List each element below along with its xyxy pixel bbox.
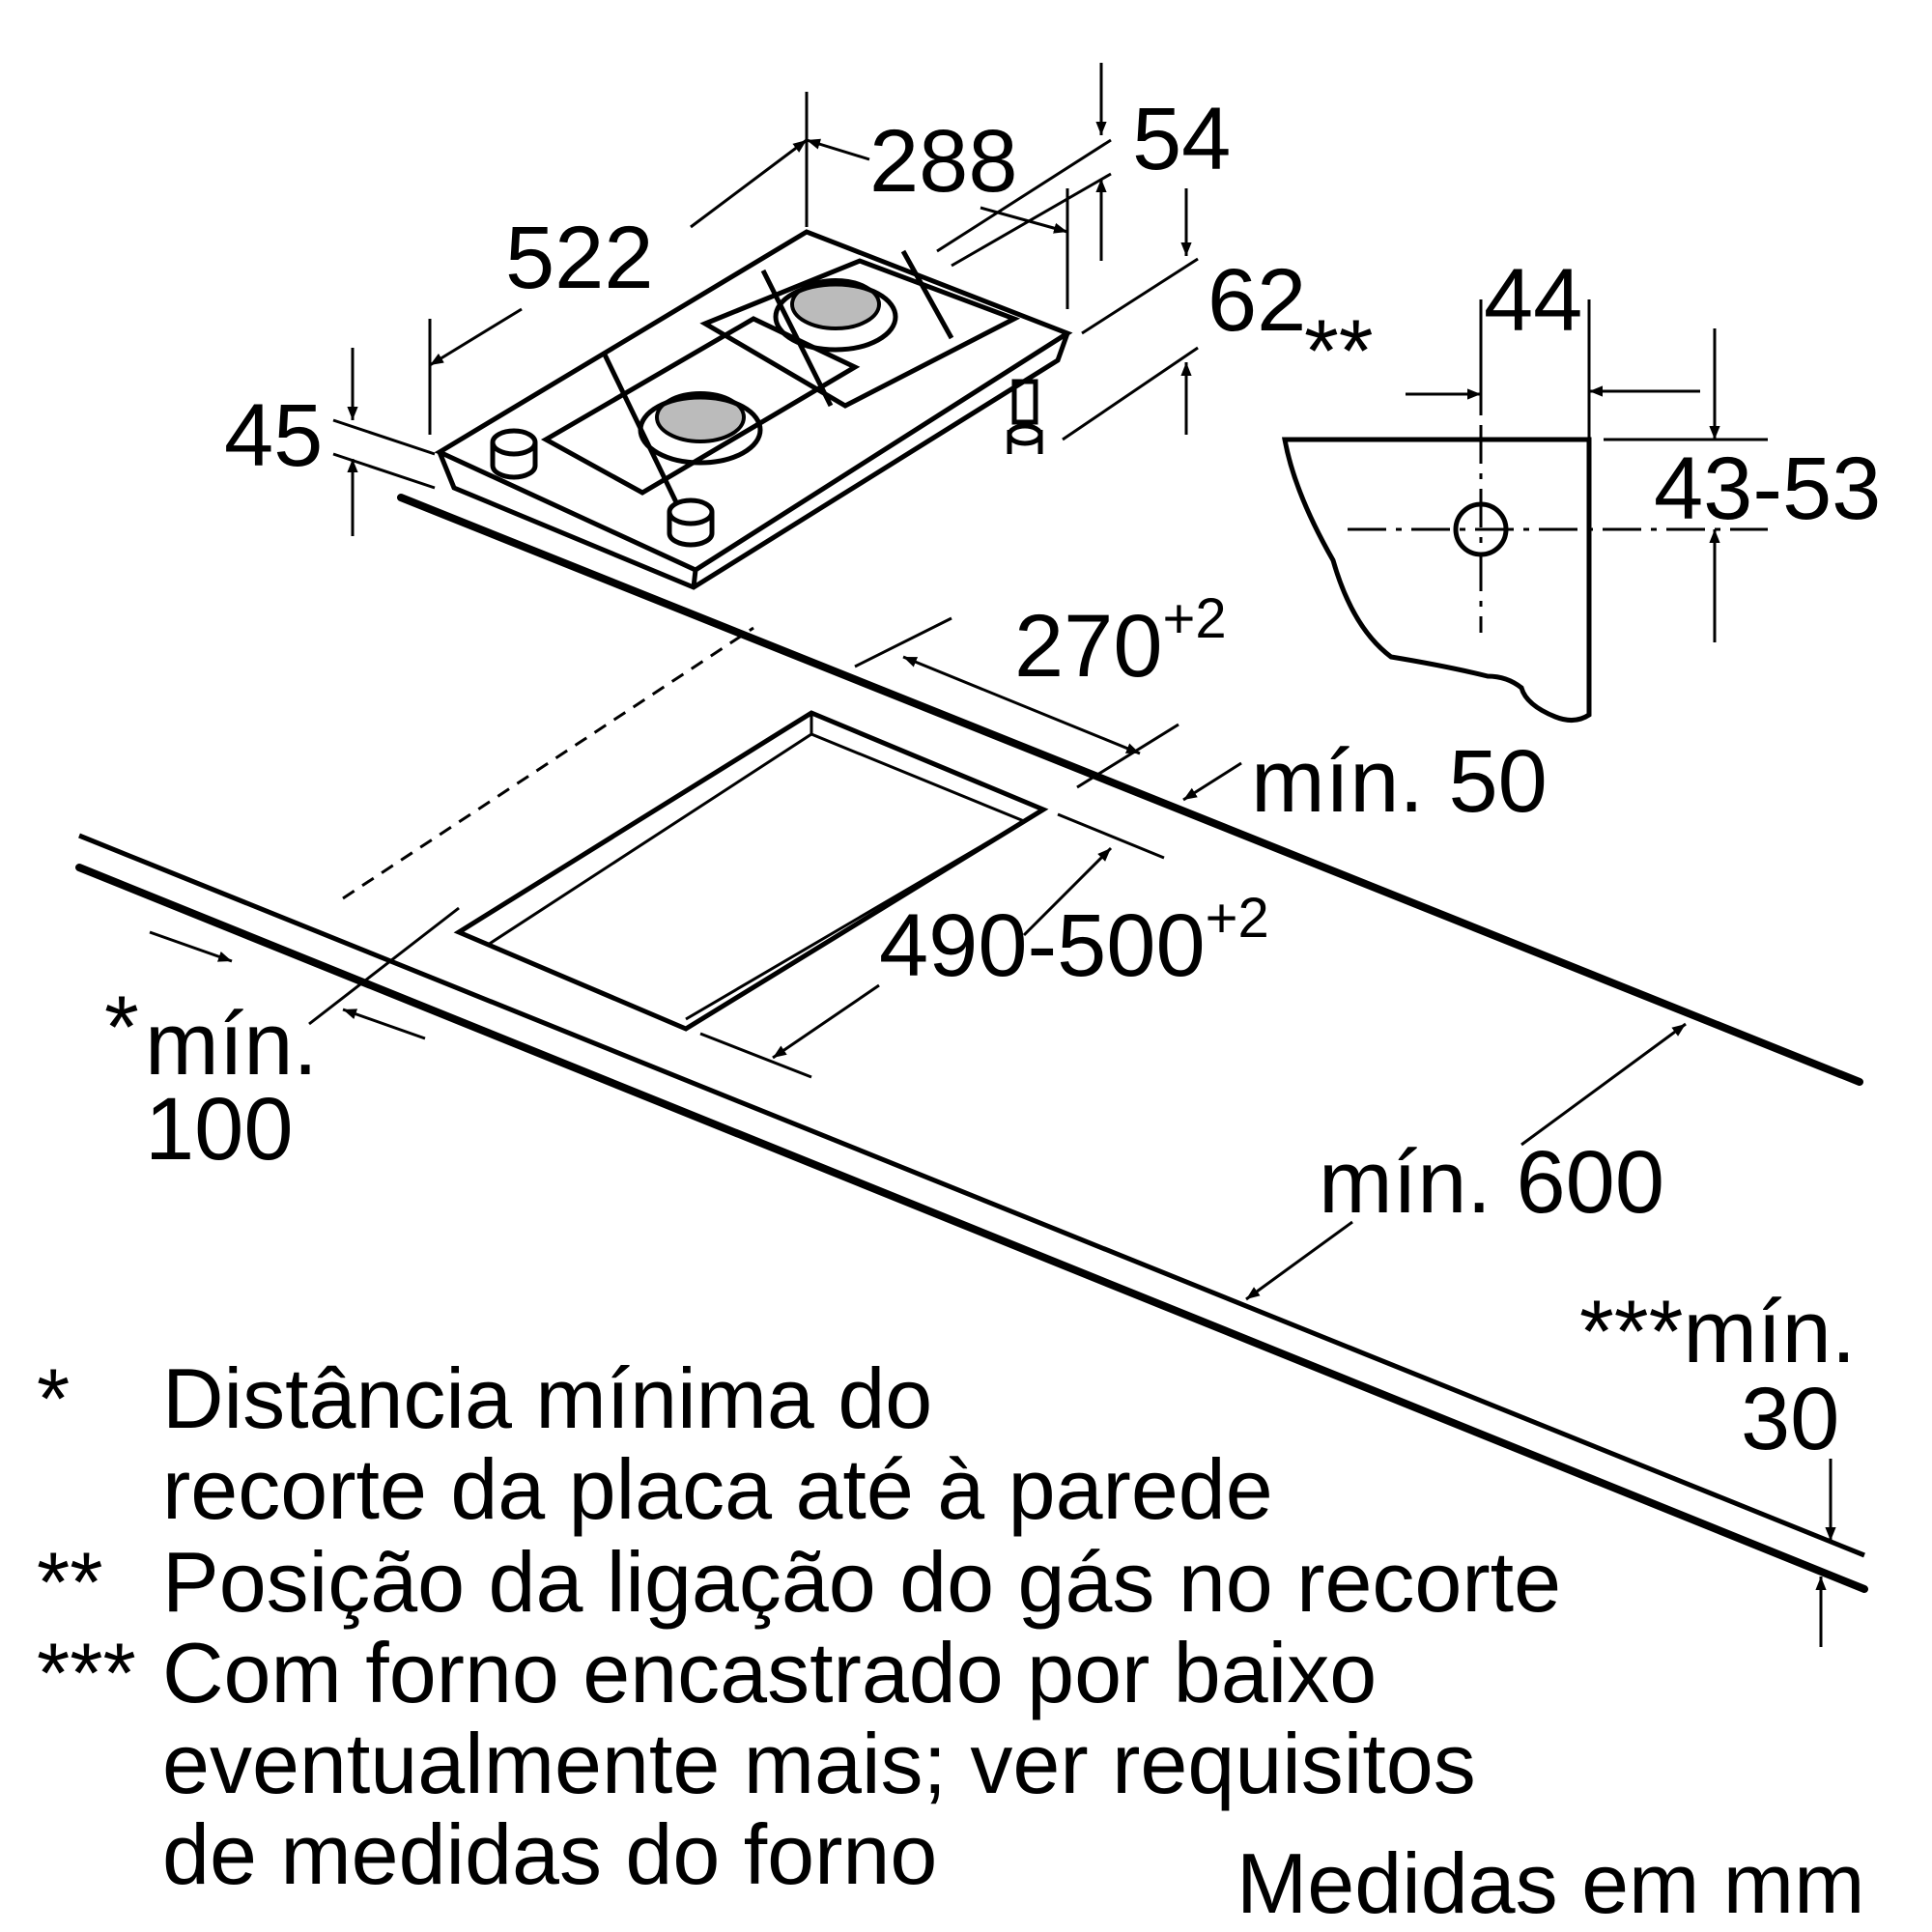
gas-position-marker: **	[1304, 302, 1374, 401]
knob-front-icon	[667, 497, 715, 548]
dim-54: 54	[1132, 90, 1231, 188]
hidden-edge-line	[342, 626, 754, 900]
dim-288: 288	[869, 112, 1018, 211]
dim-43-53: 43-53	[1654, 440, 1881, 538]
dim-522: 522	[505, 209, 654, 307]
dim-min-30-label: ***mín.	[1579, 1283, 1856, 1381]
note-1-marker: *	[37, 1350, 70, 1446]
dim-490-500: 490-500+2	[879, 887, 1269, 995]
note-1-line-1: Distância mínima do	[162, 1350, 932, 1446]
note-2-marker: **	[37, 1534, 103, 1630]
dim-45: 45	[224, 386, 323, 485]
countertop	[75, 494, 1868, 1593]
note-1-line-2: recorte da placa até à parede	[162, 1441, 1273, 1537]
dim-min-30-value: 30	[1741, 1370, 1839, 1468]
dim-min-100-value: 100	[145, 1080, 294, 1179]
units-label: Medidas em mm	[1236, 1835, 1864, 1931]
dimension-lines	[149, 63, 1836, 1647]
burner-back	[790, 278, 881, 330]
countertop-front-bottom-edge	[75, 864, 1868, 1593]
burner-front	[655, 391, 746, 443]
dim-min-600: mín. 600	[1319, 1133, 1664, 1232]
detail-outline	[1282, 437, 1592, 723]
dim-min-100-star: *	[104, 979, 139, 1077]
countertop-back-edge	[397, 494, 1863, 1086]
dim-62: 62	[1208, 251, 1306, 350]
cutout	[453, 710, 1049, 1032]
grate-front	[540, 316, 861, 496]
gas-connector-icon	[1007, 379, 1043, 454]
note-3-line-2: eventualmente mais; ver requisitos	[162, 1716, 1476, 1811]
dim-min-100-label: mín.	[145, 995, 318, 1094]
cutout-outer	[453, 710, 1049, 1032]
dim-270: 270+2	[1014, 587, 1227, 696]
dimension-labels: 288 54 522 62 44 ** 45 43-53 270+2 mín. …	[104, 90, 1881, 1468]
cooktop	[434, 229, 1073, 590]
dim-min-50: mín. 50	[1251, 732, 1548, 831]
note-3-marker: ***	[37, 1625, 136, 1720]
knob-left-icon	[490, 428, 538, 480]
gas-connection-detail	[1282, 299, 1768, 723]
grate-back	[699, 258, 1021, 409]
cutout-inner	[685, 732, 1028, 1021]
note-2-line-1: Posição da ligação do gás no recorte	[162, 1534, 1561, 1630]
countertop-front-top-edge	[78, 833, 1865, 1558]
footnotes: * Distância mínima do recorte da placa a…	[37, 1350, 1864, 1931]
note-3-line-1: Com forno encastrado por baixo	[162, 1625, 1377, 1720]
dim-44: 44	[1484, 251, 1582, 350]
note-3-line-3: de medidas do forno	[162, 1806, 937, 1902]
